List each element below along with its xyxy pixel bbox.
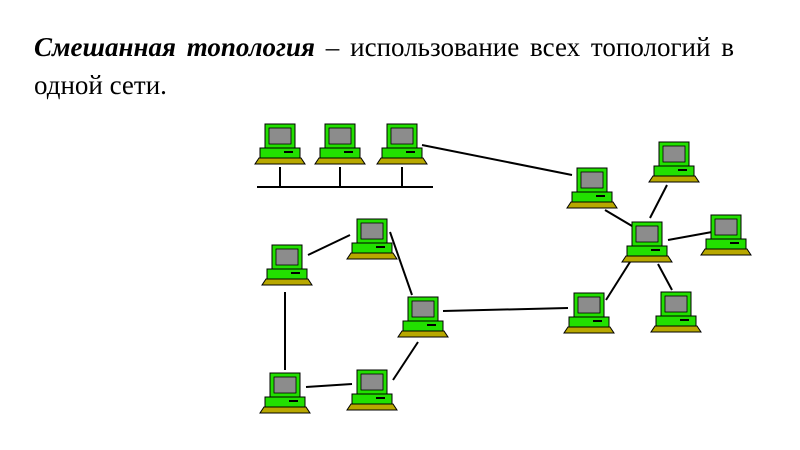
computer-icon xyxy=(397,296,449,338)
computer-icon xyxy=(700,214,752,256)
heading-definition: – использование всех топологий в одной с… xyxy=(34,32,735,100)
ring-link-line xyxy=(389,231,413,296)
computer-icon xyxy=(346,218,398,260)
slide-heading: Смешанная топология – использование всех… xyxy=(34,28,734,104)
ring-segment xyxy=(259,218,449,414)
computer-icon xyxy=(314,123,366,165)
ring-link-line xyxy=(392,341,419,381)
computer-icon xyxy=(566,167,618,209)
bus-to-star-line xyxy=(421,144,573,176)
star-to-ring-line xyxy=(442,307,569,312)
star-link-line xyxy=(605,261,631,301)
star-segment xyxy=(563,141,752,334)
star-link-line xyxy=(604,209,633,227)
star-link-line xyxy=(667,231,713,241)
computer-icon xyxy=(650,291,702,333)
computer-icon xyxy=(346,369,398,411)
computer-icon xyxy=(261,244,313,286)
computer-icon xyxy=(648,141,700,183)
star-link-line xyxy=(649,184,668,219)
star-link-line xyxy=(657,263,673,291)
ring-link-line xyxy=(305,383,353,388)
computer-icon xyxy=(621,221,673,263)
computer-icon xyxy=(259,372,311,414)
bus-segment xyxy=(254,123,428,165)
ring-link-line xyxy=(307,234,351,256)
heading-term: Смешанная топология xyxy=(34,32,315,62)
computer-icon xyxy=(254,123,306,165)
computer-icon xyxy=(376,123,428,165)
connection-lines xyxy=(257,144,713,388)
